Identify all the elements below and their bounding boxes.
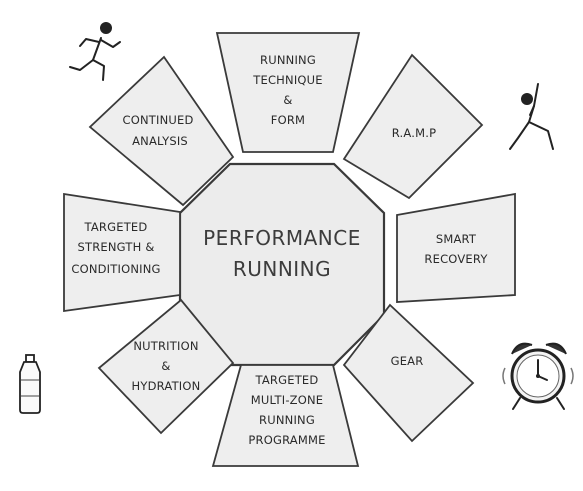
segment-running-technique-line4: FORM	[271, 113, 305, 127]
segment-strength-line1: TARGETED	[84, 220, 148, 234]
segment-running-technique-line1: RUNNING	[260, 53, 316, 67]
segment-multi-zone-line4: PROGRAMME	[248, 433, 325, 447]
segment-strength-line2: STRENGTH &	[78, 240, 155, 254]
water-bottle-icon	[19, 354, 41, 414]
segment-ramp-label: R.A.M.P	[392, 126, 436, 140]
segment-nutrition-line1: NUTRITION	[133, 339, 198, 353]
segment-gear: GEAR	[342, 303, 475, 443]
segment-running-technique: RUNNING TECHNIQUE & FORM	[215, 32, 361, 153]
segment-multi-zone-programme: TARGETED MULTI-ZONE RUNNING PROGRAMME	[211, 364, 360, 467]
segment-strength-conditioning: TARGETED STRENGTH & CONDITIONING	[63, 192, 181, 313]
alarm-clock-icon	[502, 342, 574, 410]
segment-nutrition: NUTRITION & HYDRATION	[97, 298, 235, 435]
segment-smart-recovery-line1: SMART	[436, 232, 477, 246]
segment-analysis-line1: CONTINUED	[122, 113, 193, 127]
center-title-line1: PERFORMANCE	[203, 226, 361, 250]
segment-multi-zone-line1: TARGETED	[255, 373, 319, 387]
segment-running-technique-line3: &	[283, 93, 292, 107]
segment-nutrition-line2: &	[161, 359, 170, 373]
segment-gear-label: GEAR	[391, 354, 424, 368]
segment-running-technique-line2: TECHNIQUE	[252, 73, 323, 87]
segment-ramp: R.A.M.P	[342, 53, 484, 200]
segment-continued-analysis: CONTINUED ANALYSIS	[88, 55, 235, 207]
stretching-person-icon	[509, 83, 554, 150]
segment-smart-recovery-line2: RECOVERY	[424, 252, 488, 266]
running-person-icon	[69, 22, 121, 81]
segment-multi-zone-line2: MULTI-ZONE	[251, 393, 324, 407]
center-title-line2: RUNNING	[233, 257, 331, 281]
segment-multi-zone-line3: RUNNING	[259, 413, 315, 427]
segment-strength-line3: CONDITIONING	[71, 262, 160, 276]
center-octagon: PERFORMANCE RUNNING	[178, 162, 386, 367]
segment-smart-recovery: SMART RECOVERY	[396, 192, 516, 303]
segment-nutrition-line3: HYDRATION	[132, 379, 201, 393]
segment-analysis-line2: ANALYSIS	[132, 134, 188, 148]
